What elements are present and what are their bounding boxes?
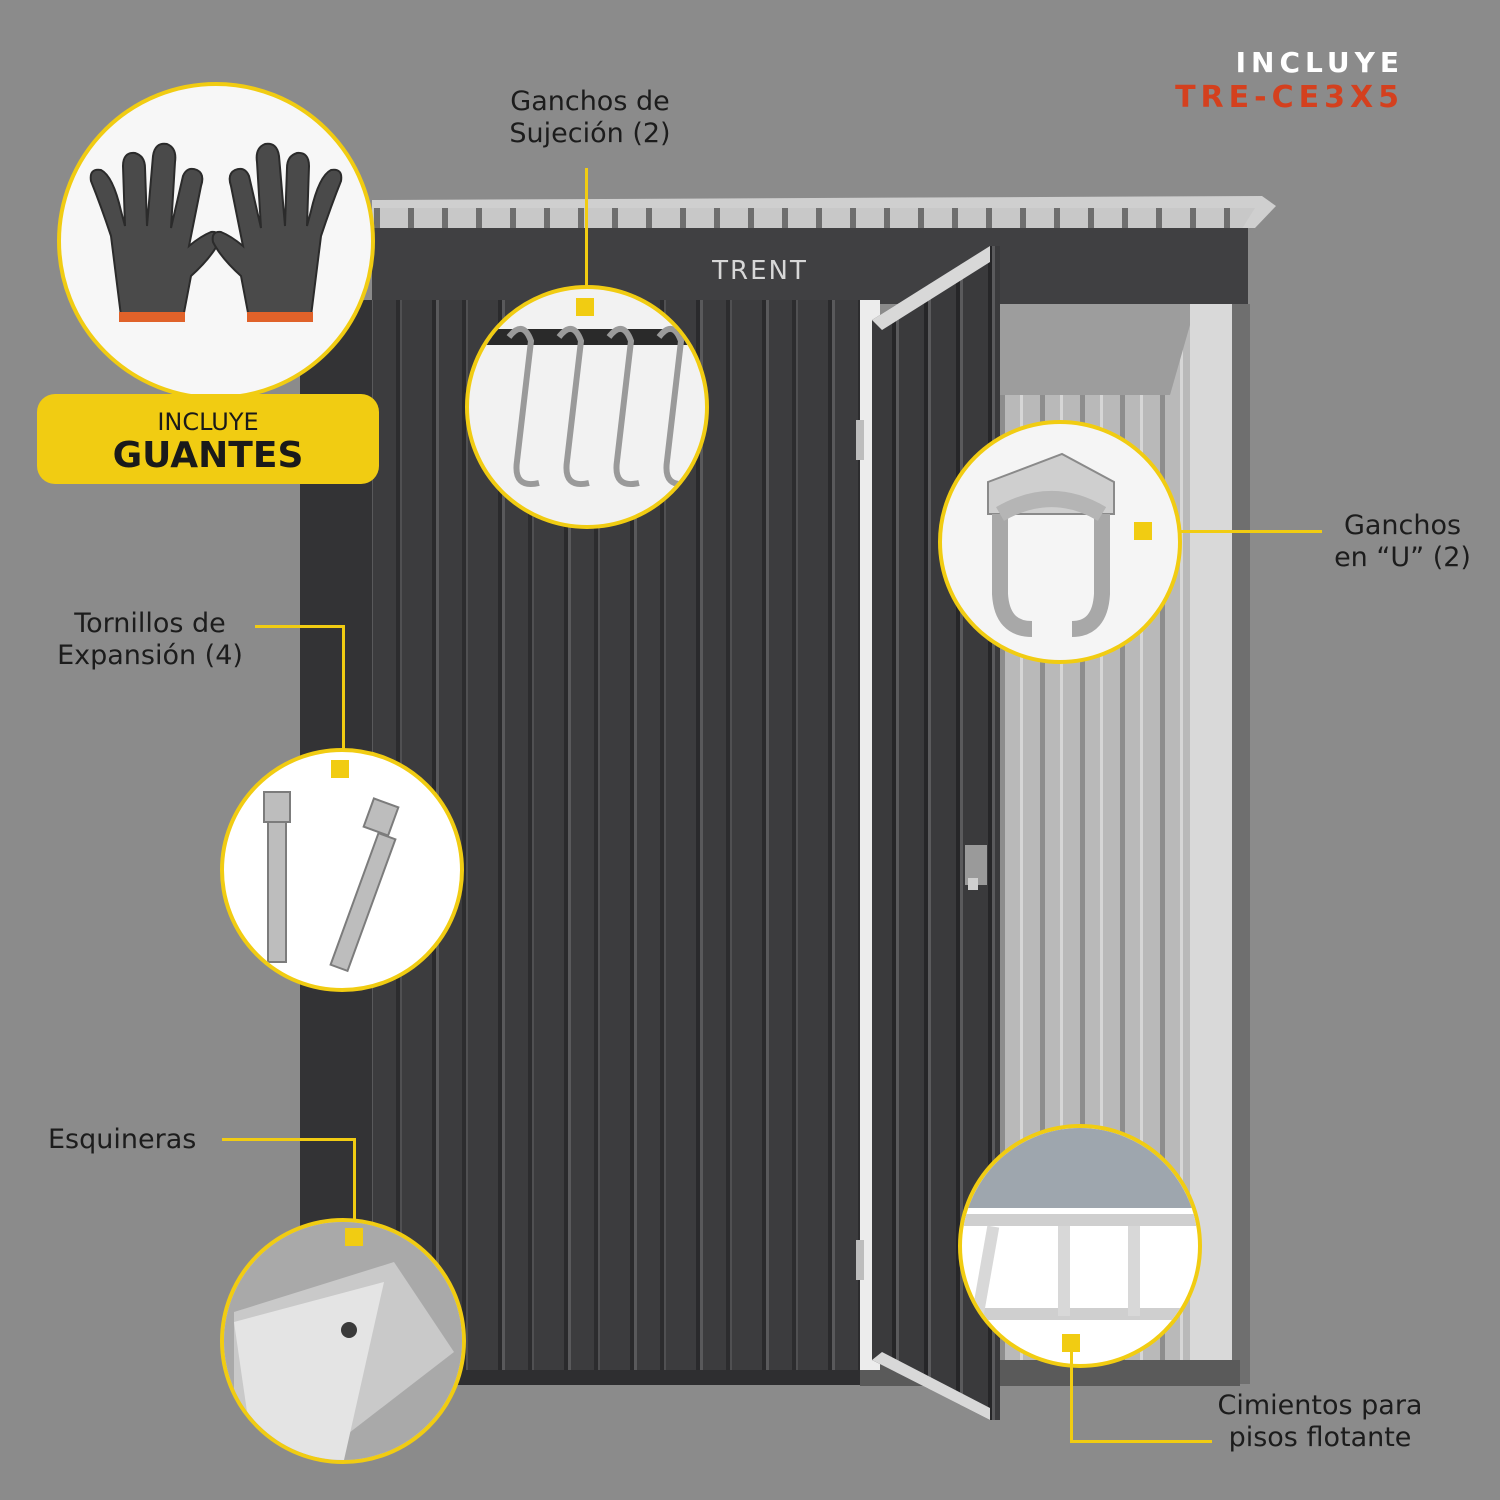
screws-label: Tornillos de Expansión (4) bbox=[40, 608, 260, 672]
u-hook-icon bbox=[987, 452, 1115, 637]
screws-leader-line-v bbox=[342, 625, 345, 760]
screws-marker bbox=[331, 760, 349, 778]
hooks-leader-line bbox=[585, 168, 588, 308]
corner-bracket-icon bbox=[224, 1222, 462, 1460]
u-hooks-label-line2: en “U” (2) bbox=[1334, 542, 1471, 573]
foundation-label: Cimientos para pisos flotante bbox=[1200, 1390, 1440, 1454]
u-hooks-leader-line bbox=[1150, 530, 1322, 533]
foundation-label-line2: pisos flotante bbox=[1228, 1422, 1412, 1453]
foundation-label-line1: Cimientos para bbox=[1217, 1390, 1423, 1421]
floor-frame-icon bbox=[962, 1128, 1198, 1320]
u-hooks-label: Ganchos en “U” (2) bbox=[1320, 510, 1485, 574]
u-hooks-label-line1: Ganchos bbox=[1343, 510, 1462, 541]
hooks-label-line2: Sujeción (2) bbox=[509, 118, 671, 149]
gloves-badge-line1: INCLUYE bbox=[157, 408, 259, 436]
u-hooks-marker bbox=[1134, 522, 1152, 540]
gloves-badge-line2: GUANTES bbox=[112, 435, 304, 476]
foundation-circle bbox=[958, 1124, 1202, 1368]
gloves-icon bbox=[89, 142, 343, 322]
expansion-bolt-icon bbox=[263, 791, 400, 973]
corners-marker bbox=[345, 1228, 363, 1246]
corners-leader-line-h bbox=[222, 1138, 356, 1141]
screws-label-line1: Tornillos de bbox=[74, 608, 226, 639]
hooks-label-line1: Ganchos de bbox=[510, 86, 670, 117]
foundation-leader-line-h bbox=[1070, 1440, 1212, 1443]
screws-circle bbox=[220, 748, 464, 992]
gloves-badge: INCLUYE GUANTES bbox=[37, 394, 379, 484]
model-number: TRE-CE3X5 bbox=[1175, 80, 1404, 115]
hooks-label: Ganchos de Sujeción (2) bbox=[490, 86, 690, 150]
corners-leader-line-v bbox=[353, 1138, 356, 1238]
gloves-circle bbox=[57, 82, 375, 400]
brand-logo: TRENT bbox=[712, 256, 808, 286]
hooks-marker bbox=[576, 298, 594, 316]
u-hooks-circle bbox=[938, 420, 1182, 664]
header-title: INCLUYE bbox=[1235, 46, 1404, 79]
foundation-leader-line-v bbox=[1070, 1350, 1073, 1442]
screws-leader-line-h bbox=[255, 625, 345, 628]
foundation-marker bbox=[1062, 1334, 1080, 1352]
hooks-circle bbox=[465, 285, 709, 529]
corners-label: Esquineras bbox=[48, 1124, 228, 1156]
screws-label-line2: Expansión (4) bbox=[57, 640, 243, 671]
includes-header: INCLUYE TRE-CE3X5 bbox=[1175, 46, 1404, 116]
s-hooks-icon bbox=[469, 326, 705, 487]
corners-label-line1: Esquineras bbox=[48, 1124, 197, 1155]
corners-circle bbox=[220, 1218, 466, 1464]
